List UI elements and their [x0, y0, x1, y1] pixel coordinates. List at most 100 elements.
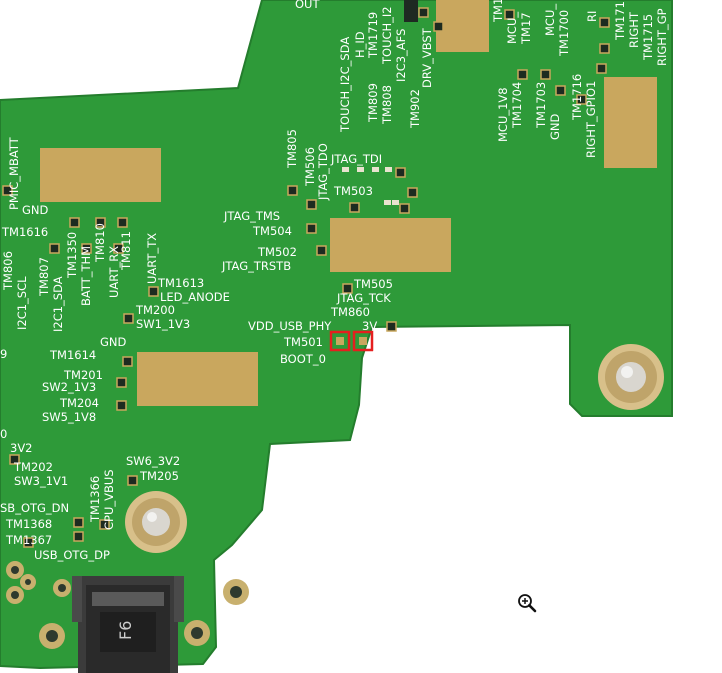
mounting-hole	[125, 491, 187, 553]
gold-pad	[436, 0, 489, 52]
smd-component	[357, 167, 364, 172]
gold-pad	[137, 352, 258, 406]
silk-label: GND	[22, 203, 49, 217]
silk-label: TM808	[380, 85, 394, 125]
silk-label: TM1700	[557, 10, 571, 57]
silk-label: TM860	[330, 305, 370, 319]
smd-component	[372, 167, 379, 172]
mounting-hole	[598, 344, 664, 410]
test-point	[287, 185, 298, 196]
silk-label: SW1_1V3	[136, 317, 190, 331]
test-point	[596, 63, 607, 74]
test-point	[399, 203, 410, 214]
silk-label: GND	[100, 335, 127, 349]
silk-label: TM204	[59, 396, 99, 410]
silk-label: TM503	[333, 184, 373, 198]
test-point	[306, 223, 317, 234]
silk-label: DRV_VBST	[420, 27, 434, 88]
test-point	[122, 356, 133, 367]
silk-label: TM1367	[5, 533, 52, 547]
silk-label: TM1614	[49, 348, 96, 362]
gold-pad	[40, 148, 161, 202]
test-point	[316, 245, 327, 256]
silk-label: UART_RX	[107, 246, 121, 298]
silk-label: TM810	[93, 223, 107, 263]
test-point	[95, 217, 106, 228]
silk-label: TM902	[408, 89, 422, 129]
test-point	[127, 475, 138, 486]
silk-label: TM504	[252, 224, 292, 238]
silk-label: H_ID	[353, 31, 367, 58]
silk-label: TM1368	[5, 517, 52, 531]
test-point	[540, 69, 551, 80]
silk-label: JTAG_TRSTB	[221, 259, 291, 273]
test-point	[81, 243, 92, 254]
silk-label: TM805	[285, 129, 299, 169]
silk-label: SW6_3V2	[126, 454, 180, 468]
test-point	[359, 337, 367, 345]
zoom-in-magnifier-icon[interactable]	[516, 592, 538, 614]
test-point	[395, 167, 406, 178]
silk-label: TM506	[303, 147, 317, 187]
silk-label: TM1716	[570, 74, 584, 121]
silk-label: TM1703	[534, 82, 548, 129]
silk-label: MCU_	[505, 12, 519, 44]
silk-label: TM1715	[641, 14, 655, 61]
silk-label: 3V2	[10, 441, 33, 455]
silk-label: SW2_1V3	[42, 380, 96, 394]
silk-label: I2C3_AFS	[394, 29, 408, 82]
test-point	[99, 519, 110, 530]
test-point	[2, 185, 13, 196]
silk-label: SB_OTG_DN	[0, 501, 69, 515]
test-point	[116, 377, 127, 388]
test-point	[599, 43, 610, 54]
silk-label: TM806	[1, 251, 15, 291]
smd-component	[385, 167, 392, 172]
test-point	[342, 283, 353, 294]
silk-label: CPU_VBUS	[102, 469, 116, 530]
silk-label: PMIC_MBATT	[7, 136, 21, 210]
test-point	[73, 517, 84, 528]
silk-label: TOUCH_I2	[380, 6, 394, 65]
test-point	[9, 454, 20, 465]
test-points	[2, 7, 610, 548]
silk-label: SW5_1V8	[42, 410, 96, 424]
test-point	[116, 400, 127, 411]
test-point	[349, 202, 360, 213]
silk-label: TM17	[491, 0, 505, 23]
test-point	[576, 94, 587, 105]
silk-label: MCU_	[543, 4, 557, 36]
smd-component	[384, 200, 391, 205]
silk-label: TM205	[139, 469, 179, 483]
test-point	[23, 537, 34, 548]
silk-label: TM505	[353, 277, 393, 291]
silk-label: TM1366	[88, 476, 102, 523]
silk-label: SW3_1V1	[14, 474, 68, 488]
gold-pad	[604, 77, 657, 168]
test-point	[73, 531, 84, 542]
test-point	[517, 69, 528, 80]
silk-label: RIGHT_GP	[655, 8, 669, 66]
silk-label: 3V2	[372, 348, 395, 362]
silk-label: USB_OTG_DP	[34, 548, 110, 562]
test-point	[504, 9, 515, 20]
silk-label: TM171	[613, 1, 627, 41]
silk-label: 9	[0, 347, 7, 361]
silk-label: TM201	[63, 368, 103, 382]
connector-label: F6	[116, 621, 135, 640]
silk-label: TM501	[283, 335, 323, 349]
silk-label: TM809	[366, 83, 380, 123]
silk-label: UART_TX	[145, 233, 159, 284]
test-point	[123, 313, 134, 324]
test-point	[113, 243, 124, 254]
boot0-pad-highlight	[329, 330, 351, 352]
test-point	[117, 217, 128, 228]
test-point	[433, 21, 444, 32]
silk-label: LED_ANODE	[160, 290, 230, 304]
silk-label: 0	[0, 427, 7, 441]
silk-label: TM200	[135, 303, 175, 317]
smd-component	[342, 167, 349, 172]
test-point	[555, 85, 566, 96]
silk-label: JTAG_TCK	[336, 291, 391, 305]
